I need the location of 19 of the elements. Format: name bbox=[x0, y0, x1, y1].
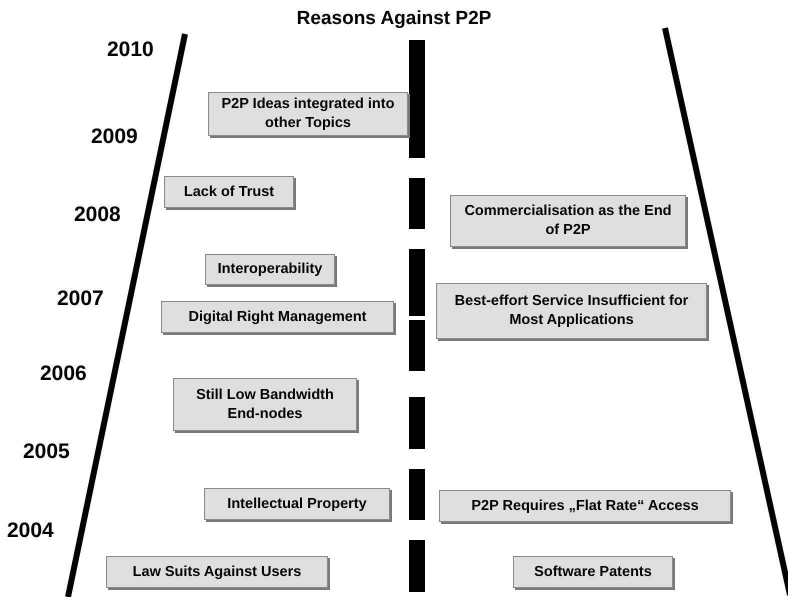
reason-box: Interoperability bbox=[205, 254, 335, 285]
reason-box: Software Patents bbox=[513, 556, 673, 588]
reason-box: P2P Ideas integrated into other Topics bbox=[208, 92, 408, 136]
year-label: 2009 bbox=[91, 125, 138, 149]
year-label: 2007 bbox=[57, 287, 104, 311]
reason-box: Digital Right Management bbox=[161, 301, 394, 333]
reason-box: Commercialisation as the End of P2P bbox=[450, 195, 686, 247]
year-label: 2008 bbox=[74, 203, 121, 227]
year-label: 2006 bbox=[40, 362, 87, 386]
reason-box: P2P Requires „Flat Rate“ Access bbox=[439, 490, 731, 522]
reason-box: Lack of Trust bbox=[164, 176, 294, 208]
reason-box: Best-effort Service Insufficient for Most Applications bbox=[436, 283, 707, 339]
reason-box: Law Suits Against Users bbox=[106, 556, 328, 588]
year-label: 2004 bbox=[7, 519, 54, 543]
year-label: 2005 bbox=[23, 440, 70, 464]
reason-box: Still Low Bandwidth End-nodes bbox=[173, 378, 357, 431]
reason-box: Intellectual Property bbox=[204, 488, 390, 520]
diagram-title: Reasons Against P2P bbox=[296, 8, 492, 30]
year-label: 2010 bbox=[107, 38, 154, 62]
